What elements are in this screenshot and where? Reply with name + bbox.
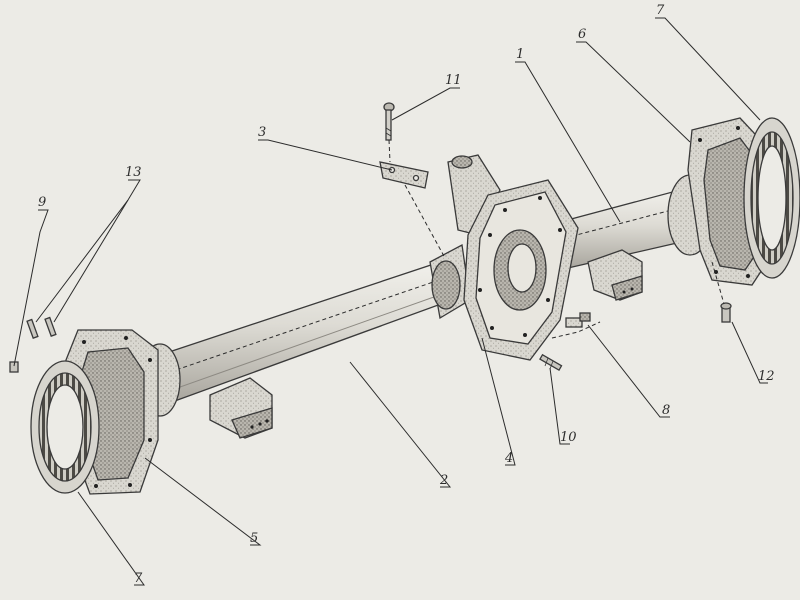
mounting-bracket-left — [209, 377, 273, 439]
callout-1: 1 — [516, 47, 524, 62]
bolt-part-11 — [383, 102, 395, 141]
callout-10: 10 — [560, 430, 577, 445]
bolt-part-10 — [539, 353, 563, 371]
ring-gear-left — [30, 360, 100, 494]
callout-3: 3 — [258, 125, 266, 140]
callout-8: 8 — [662, 403, 670, 418]
pins-part-13 — [26, 316, 57, 339]
assembly-lines — [388, 139, 725, 339]
differential-housing — [429, 154, 579, 361]
mounting-bracket-right — [587, 249, 643, 301]
callout-2: 2 — [439, 473, 448, 488]
axle-tube-left — [159, 261, 453, 403]
callout-7-left: 7 — [134, 571, 143, 586]
leader-lines — [13, 17, 768, 586]
fitting-part-8 — [565, 312, 591, 328]
bolt-part-12 — [720, 302, 732, 323]
callout-7-right: 7 — [656, 3, 665, 18]
callout-6: 6 — [578, 27, 586, 42]
callout-4: 4 — [504, 451, 513, 466]
callout-labels: 1 2 3 4 5 6 7 7 8 9 10 11 12 13 — [38, 3, 775, 586]
pin-part-9 — [9, 361, 19, 373]
callout-13: 13 — [125, 165, 142, 180]
callout-12: 12 — [758, 369, 775, 384]
callout-5: 5 — [250, 531, 258, 546]
callout-11: 11 — [445, 73, 462, 88]
ring-gear-right — [743, 117, 800, 279]
lock-plate-part-3 — [379, 161, 429, 189]
callout-9: 9 — [38, 195, 46, 210]
